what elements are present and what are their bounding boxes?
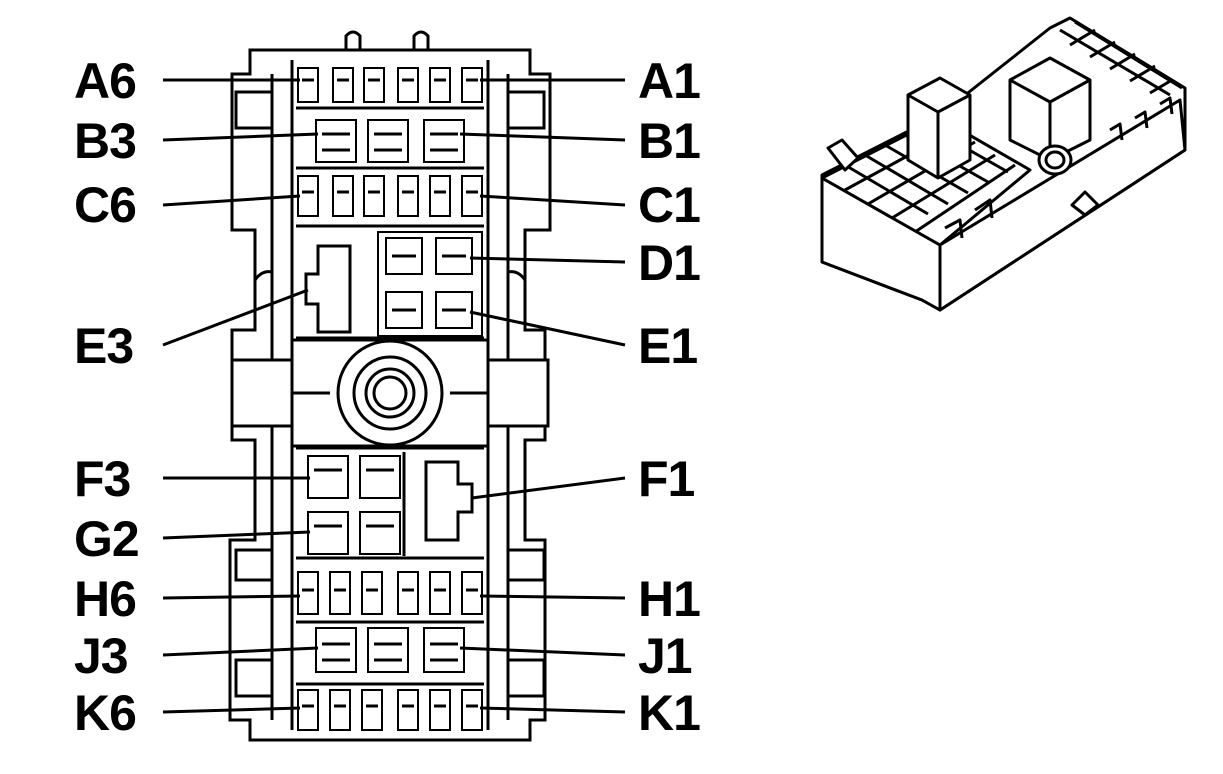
leader-E1 <box>469 310 626 347</box>
side-rib-top-right <box>506 90 546 130</box>
label-J1: J1 <box>638 628 692 684</box>
label-B1: B1 <box>638 113 700 169</box>
bolt-ear-right <box>486 358 550 428</box>
cavity-E3-shape <box>304 244 352 334</box>
leader-J1 <box>459 646 626 657</box>
label-H6: H6 <box>74 571 136 627</box>
bolt-center <box>372 375 408 411</box>
cavity-F1-shape <box>424 460 474 542</box>
iso-bolt-center <box>1044 150 1066 170</box>
iso-top-grid <box>820 116 1032 247</box>
leader-G2 <box>162 530 311 540</box>
label-G2: G2 <box>74 511 139 567</box>
leader-E3 <box>162 288 309 347</box>
label-B3: B3 <box>74 113 136 169</box>
label-F3: F3 <box>74 451 130 507</box>
label-D1: D1 <box>638 235 700 291</box>
top-latch-right <box>412 30 430 52</box>
row-B-cavities <box>315 119 465 163</box>
row-DE-cavities <box>377 231 483 337</box>
label-C6: C6 <box>74 177 136 233</box>
label-J3: J3 <box>74 628 128 684</box>
leader-K1 <box>479 706 626 714</box>
label-F1: F1 <box>638 451 695 507</box>
label-E3: E3 <box>74 318 133 374</box>
iso-front-latch <box>826 138 860 172</box>
top-latch-left <box>344 30 362 52</box>
bolt-separators <box>296 336 484 450</box>
row-J-cavities <box>315 627 465 673</box>
leader-B3 <box>162 132 319 142</box>
leader-B1 <box>459 132 626 142</box>
label-K1: K1 <box>638 685 700 741</box>
label-H1: H1 <box>638 571 700 627</box>
row-separators <box>296 106 484 686</box>
leader-H6 <box>162 594 301 600</box>
label-E1: E1 <box>638 318 697 374</box>
side-rib-top-left <box>234 90 274 130</box>
side-hooks <box>253 270 527 281</box>
leader-C6 <box>162 194 301 207</box>
side-rib-lower-left <box>234 658 274 698</box>
connector-isometric-view <box>820 16 1187 312</box>
iso-tower-edges <box>907 93 971 178</box>
row-K-cavities <box>297 689 483 731</box>
side-rib-lower-right <box>506 658 546 698</box>
iso-side-latch <box>1070 190 1100 217</box>
cavity-labels: A6 A1 B3 B1 C6 C1 D1 E3 E1 F3 F1 G2 H6 H… <box>74 53 701 741</box>
leader-K6 <box>162 706 301 714</box>
leader-D1 <box>469 256 626 264</box>
leader-H1 <box>479 594 626 600</box>
bolt-ear-left <box>230 358 294 428</box>
label-C1: C1 <box>638 177 700 233</box>
leader-C1 <box>479 194 626 207</box>
row-C-cavities <box>297 175 483 217</box>
label-K6: K6 <box>74 685 136 741</box>
side-rib-bottom-left <box>234 548 274 582</box>
iso-side-details <box>944 96 1174 239</box>
side-rib-bottom-right <box>506 548 546 582</box>
leader-F1 <box>471 476 626 500</box>
row-H-cavities <box>297 571 483 615</box>
leader-J3 <box>162 646 319 657</box>
row-A-cavities <box>297 67 483 103</box>
label-A1: A1 <box>638 53 700 109</box>
label-A6: A6 <box>74 53 136 109</box>
leader-lines <box>162 78 626 714</box>
iso-rear-grid <box>1059 20 1183 97</box>
connector-face <box>228 30 552 742</box>
